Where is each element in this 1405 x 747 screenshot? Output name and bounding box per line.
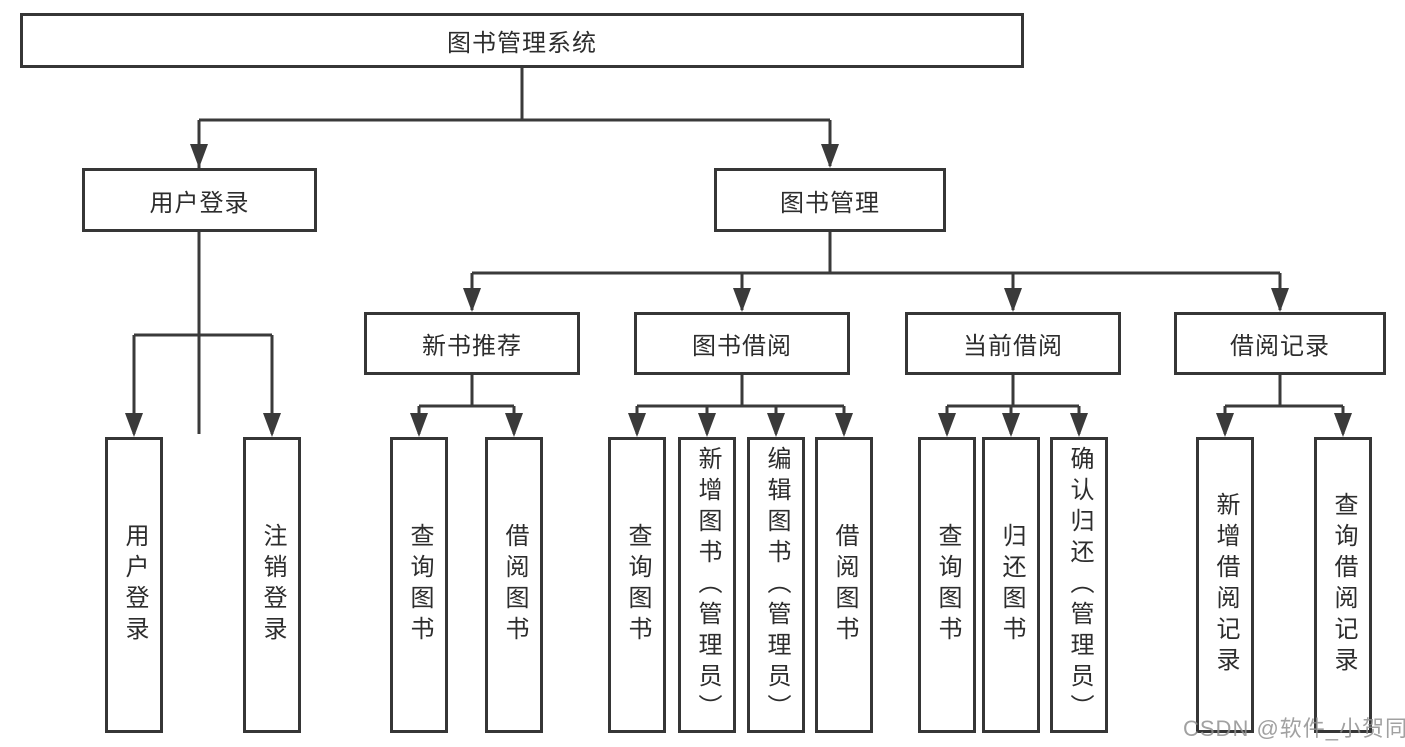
- node-user-login: 用户登录: [82, 168, 317, 232]
- node-root: 图书管理系统: [20, 13, 1024, 68]
- leaf-borrow-query-book: 查询图书: [608, 437, 666, 733]
- leaf-user-login-label: 用户登录: [121, 523, 148, 647]
- leaf-borrow-add-book-admin-label: 新增图书（管理员）: [694, 445, 721, 725]
- leaf-newrec-query-book-label: 查询图书: [406, 523, 433, 647]
- arrowheads: [125, 144, 1352, 437]
- leaf-current-confirm-return-admin: 确认归还（管理员）: [1050, 437, 1108, 733]
- leaf-record-add-record-label: 新增借阅记录: [1212, 492, 1239, 678]
- leaf-current-query-book-label: 查询图书: [934, 523, 961, 647]
- leaf-borrow-edit-book-admin-label: 编辑图书（管理员）: [763, 445, 790, 725]
- leaf-current-query-book: 查询图书: [918, 437, 976, 733]
- leaf-borrow-add-book-admin: 新增图书（管理员）: [678, 437, 736, 733]
- connector-path: [132, 68, 1345, 434]
- leaf-logout-label: 注销登录: [259, 523, 286, 647]
- leaf-borrow-edit-book-admin: 编辑图书（管理员）: [747, 437, 805, 733]
- leaf-current-return-book: 归还图书: [982, 437, 1040, 733]
- leaf-logout: 注销登录: [243, 437, 301, 733]
- node-book-borrow: 图书借阅: [634, 312, 850, 375]
- node-current-borrow: 当前借阅: [905, 312, 1121, 375]
- node-book-management: 图书管理: [714, 168, 946, 232]
- leaf-newrec-borrow-book-label: 借阅图书: [501, 523, 528, 647]
- node-new-book-recommend: 新书推荐: [364, 312, 580, 375]
- leaf-current-return-book-label: 归还图书: [998, 523, 1025, 647]
- leaf-current-confirm-return-admin-label: 确认归还（管理员）: [1066, 445, 1093, 725]
- leaf-record-add-record: 新增借阅记录: [1196, 437, 1254, 733]
- leaf-record-query-record: 查询借阅记录: [1314, 437, 1372, 733]
- leaf-record-query-record-label: 查询借阅记录: [1330, 492, 1357, 678]
- leaf-borrow-borrow-book: 借阅图书: [815, 437, 873, 733]
- csdn-watermark: CSDN @软件_小贺同学: [1183, 716, 1405, 741]
- leaf-newrec-query-book: 查询图书: [390, 437, 448, 733]
- leaf-user-login: 用户登录: [105, 437, 163, 733]
- node-borrow-record: 借阅记录: [1174, 312, 1386, 375]
- leaf-newrec-borrow-book: 借阅图书: [485, 437, 543, 733]
- leaf-borrow-borrow-book-label: 借阅图书: [831, 523, 858, 647]
- leaf-borrow-query-book-label: 查询图书: [624, 523, 651, 647]
